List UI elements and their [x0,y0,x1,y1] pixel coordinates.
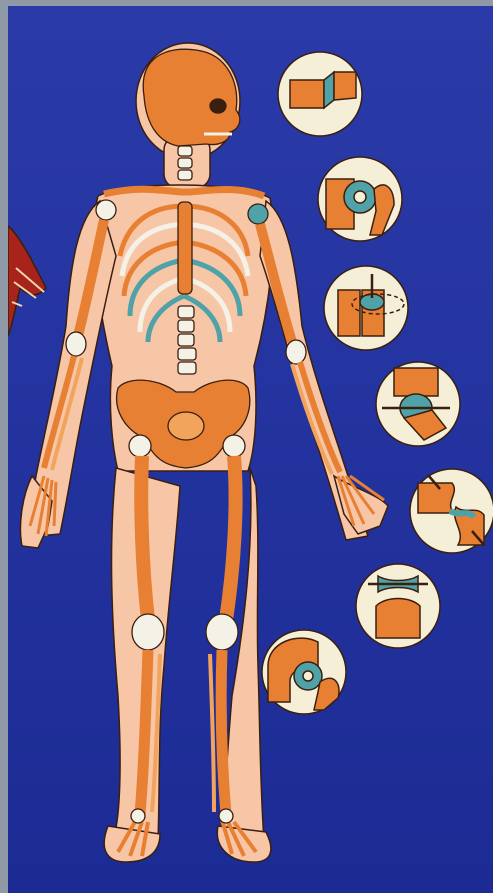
ball-and-socket-joint-diagram-2 [262,630,346,714]
saddle-joint-diagram [410,469,493,553]
right-tibia [221,650,226,814]
ball-and-socket-joint-diagram [318,157,402,241]
skeleton-figure [8,6,493,893]
eye-socket [210,99,226,113]
condyloid-joint-diagram [356,564,440,648]
left-femur [141,456,148,620]
anatomy-poster [8,6,493,893]
plane-joint-diagram [278,52,362,136]
sternum [178,202,192,294]
right-knee [206,614,238,650]
pivot-joint-diagram [324,266,408,350]
left-knee [132,614,164,650]
hinge-joint-diagram [376,362,460,446]
